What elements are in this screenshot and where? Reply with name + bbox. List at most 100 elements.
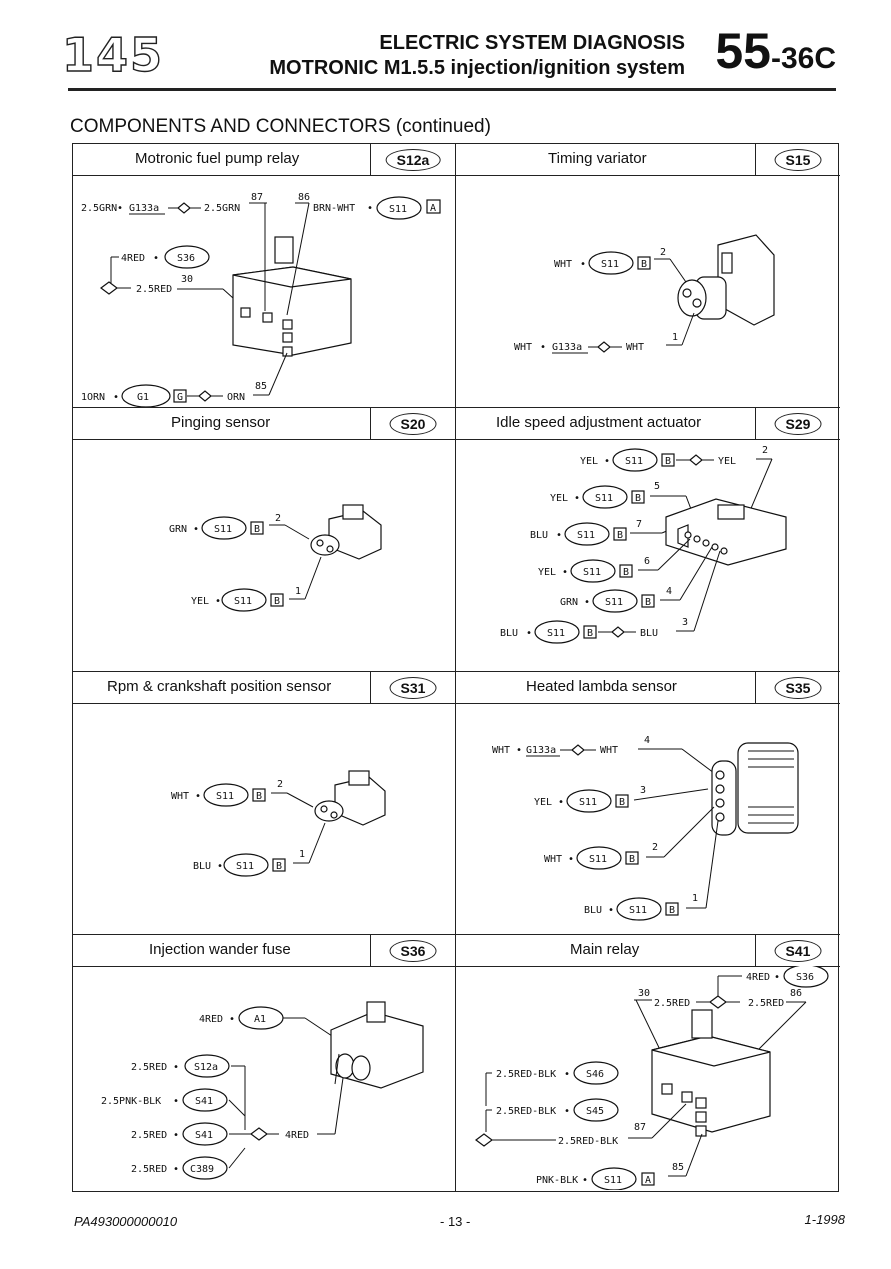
ref-oval: S11 — [629, 905, 647, 916]
ref-oval: S11 — [389, 204, 407, 215]
svg-text:•: • — [584, 597, 590, 608]
ref-box: A — [430, 203, 436, 214]
ref-oval: S11 — [595, 493, 613, 504]
ref-box: G — [177, 392, 183, 403]
component-code: S29 — [774, 412, 822, 435]
ref-box: B — [635, 493, 641, 504]
ref-box: B — [617, 530, 623, 541]
wire-label: WHT — [554, 259, 572, 270]
pin-number: 4 — [644, 735, 650, 746]
pin-number: 1 — [672, 332, 678, 343]
component-cell-timing-variator: Timing variator S15 WHT • S11 B 2 WHT • … — [456, 144, 840, 408]
wire-label: BLU — [530, 530, 548, 541]
ref-box: B — [641, 259, 647, 270]
wire-label: ORN — [227, 392, 245, 403]
ref-oval: S11 — [547, 628, 565, 639]
svg-text:•: • — [526, 628, 532, 639]
pin-number: 7 — [636, 519, 642, 530]
svg-text:•: • — [367, 203, 373, 214]
page-number: 55-36C — [715, 26, 836, 76]
svg-text:•: • — [173, 1164, 179, 1175]
ref-box: B — [629, 854, 635, 865]
svg-text:•: • — [117, 203, 123, 214]
svg-text:•: • — [153, 253, 159, 264]
document-id: PA493000000010 — [74, 1214, 178, 1229]
ref-box: B — [256, 791, 262, 802]
ground-label: G133a — [526, 745, 556, 756]
component-code-box: S31 — [370, 672, 455, 703]
wire-label: BLU — [584, 905, 602, 916]
svg-text:•: • — [173, 1130, 179, 1141]
pin-number: 2 — [762, 445, 768, 456]
ref-oval: A1 — [254, 1014, 266, 1025]
component-cell-rpm-sensor: Rpm & crankshaft position sensor S31 WHT… — [73, 672, 456, 935]
ref-oval: S11 — [589, 854, 607, 865]
component-title: Rpm & crankshaft position sensor — [107, 678, 332, 695]
ref-oval: S11 — [577, 530, 595, 541]
ref-oval: S12a — [194, 1062, 218, 1073]
wire-label: 4RED — [285, 1130, 309, 1141]
page-number-main: 55 — [715, 23, 771, 79]
ref-oval: S11 — [234, 596, 252, 607]
component-header: Timing variator S15 — [456, 144, 840, 176]
ref-oval: S11 — [601, 259, 619, 270]
pin-number: 87 — [634, 1122, 646, 1133]
ref-oval: S41 — [195, 1130, 213, 1141]
pinging-sensor-diagram: GRN • S11 B 2 YEL • S11 B 1 — [169, 504, 382, 612]
ref-oval: S36 — [177, 253, 195, 264]
wire-label: 2.5RED-BLK — [496, 1106, 556, 1117]
ref-box: B — [669, 905, 675, 916]
svg-text:•: • — [568, 854, 574, 865]
wire-label: WHT — [171, 791, 189, 802]
ref-oval: S11 — [625, 456, 643, 467]
component-code: S31 — [389, 676, 437, 699]
component-header: Idle speed adjustment actuator S29 — [456, 408, 840, 440]
wire-label: PNK-BLK — [536, 1175, 578, 1186]
svg-text:•: • — [556, 530, 562, 541]
component-code-box: S41 — [755, 935, 840, 966]
component-title: Motronic fuel pump relay — [135, 150, 300, 167]
section-title: COMPONENTS AND CONNECTORS (continued) — [70, 116, 491, 137]
wire-label: 4RED — [746, 972, 770, 983]
svg-text:•: • — [582, 1175, 588, 1186]
ref-oval: S11 — [583, 567, 601, 578]
component-header: Rpm & crankshaft position sensor S31 — [73, 672, 455, 704]
component-code: S35 — [774, 676, 822, 699]
ref-oval: G1 — [137, 392, 149, 403]
component-header: Pinging sensor S20 — [73, 408, 455, 440]
wire-label: 4RED — [199, 1014, 223, 1025]
pin-number: 87 — [251, 192, 263, 203]
svg-text:•: • — [564, 1069, 570, 1080]
page-title-line1: ELECTRIC SYSTEM DIAGNOSIS — [379, 32, 685, 54]
component-code-box: S36 — [370, 935, 455, 966]
svg-text:•: • — [608, 905, 614, 916]
page-footer-number: - 13 - — [440, 1214, 471, 1229]
lambda-sensor-diagram: WHT• G133a WHT 4 YEL• S11 B 3 WHT• S11 B… — [492, 735, 799, 921]
wire-label: 2.5RED — [136, 284, 172, 295]
ref-box: B — [665, 456, 671, 467]
pin-number: 3 — [682, 617, 688, 628]
ref-oval: S11 — [236, 861, 254, 872]
component-code-box: S29 — [755, 408, 840, 439]
wire-label: BLU — [500, 628, 518, 639]
ref-oval: S11 — [216, 791, 234, 802]
wire-label: WHT — [492, 745, 510, 756]
ref-box: B — [645, 597, 651, 608]
svg-text:•: • — [217, 861, 223, 872]
component-title: Pinging sensor — [171, 414, 271, 431]
pin-number: 3 — [640, 785, 646, 796]
rpm-sensor-diagram: WHT• S11 B 2 BLU• S11 B 1 — [171, 770, 386, 877]
svg-text:•: • — [195, 791, 201, 802]
ref-oval: S11 — [579, 797, 597, 808]
wire-label: BLU — [193, 861, 211, 872]
component-header: Main relay S41 — [456, 935, 840, 967]
logo-145: 145 — [61, 27, 165, 82]
svg-text:•: • — [540, 342, 546, 353]
component-code-box: S12a — [370, 144, 455, 175]
component-cell-pinging-sensor: Pinging sensor S20 GRN • S11 B 2 YEL • S… — [73, 408, 456, 672]
ground-label: G133a — [129, 203, 159, 214]
ref-oval: S11 — [604, 1175, 622, 1186]
component-code-box: S35 — [755, 672, 840, 703]
wire-label: 4RED — [121, 253, 145, 264]
wire-label: WHT — [600, 745, 618, 756]
